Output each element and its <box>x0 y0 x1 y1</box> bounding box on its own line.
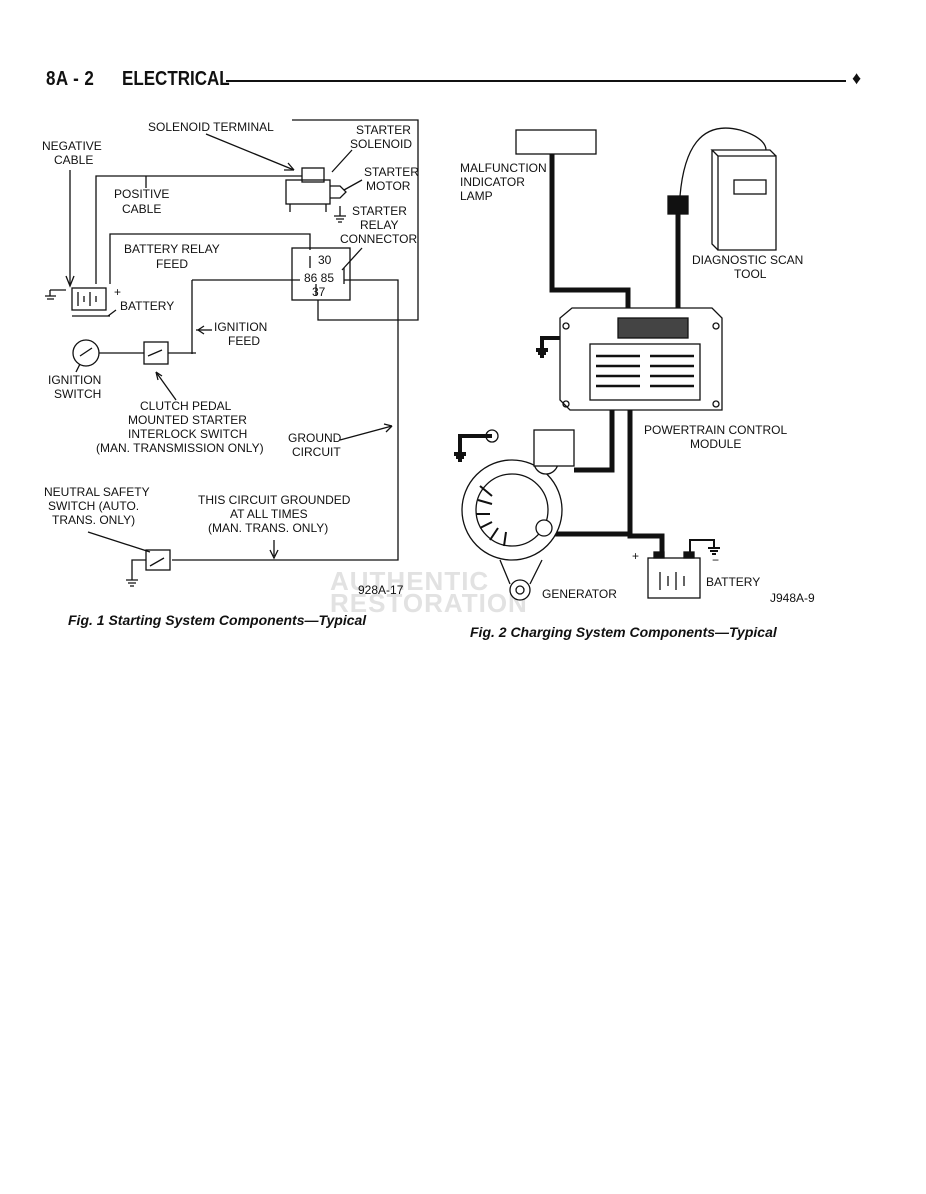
label-battery-plus: + <box>114 285 121 299</box>
ignition-switch-icon <box>72 339 100 367</box>
header-rule <box>226 80 846 82</box>
label-starter-relay-3: CONNECTOR <box>340 232 417 246</box>
battery-icon <box>71 287 110 317</box>
label-ignition-switch-1: IGNITION <box>48 373 101 387</box>
generator-icon <box>461 429 575 601</box>
mil-wire <box>549 154 631 310</box>
label-grounded-2: AT ALL TIMES <box>230 507 308 521</box>
label-relay-37: 37 <box>312 285 326 299</box>
label-ground-circuit-2: CIRCUIT <box>292 445 341 459</box>
label-grounded-1: THIS CIRCUIT GROUNDED <box>198 493 351 507</box>
label-mil-1: MALFUNCTION <box>460 161 547 175</box>
label-charging-battery: BATTERY <box>706 575 760 589</box>
label-generator: GENERATOR <box>542 587 617 601</box>
label-neutral-3: TRANS. ONLY) <box>52 513 135 527</box>
label-grounded-3: (MAN. TRANS. ONLY) <box>208 521 328 535</box>
pcm-icon <box>559 307 723 411</box>
label-starter-solenoid-2: SOLENOID <box>350 137 412 151</box>
label-negative-cable-1: NEGATIVE <box>42 139 102 153</box>
neutral-ground-icon <box>126 559 146 587</box>
page-number: 8A - 2 <box>46 68 95 90</box>
label-mil-3: LAMP <box>460 189 493 203</box>
label-battery-plus: + <box>632 549 639 563</box>
label-starter-motor-2: MOTOR <box>366 179 411 193</box>
fig2-charging-diagram <box>454 127 777 601</box>
fig1-caption: Fig. 1 Starting System Components—Typica… <box>68 612 367 628</box>
label-positive-cable-2: CABLE <box>122 202 161 216</box>
section-title: ELECTRICAL <box>122 68 230 90</box>
starter-ground-icon <box>334 206 346 223</box>
label-clutch-4: (MAN. TRANSMISSION ONLY) <box>96 441 264 455</box>
label-battery-relay-feed-2: FEED <box>156 257 188 271</box>
fig2-code: J948A-9 <box>770 591 815 605</box>
ground-circuit-wire <box>172 320 399 561</box>
label-scan-1: DIAGNOSTIC SCAN <box>692 253 803 267</box>
label-neutral-1: NEUTRAL SAFETY <box>44 485 150 499</box>
starter-relay-icon <box>291 247 351 301</box>
positive-cable-wire <box>95 175 302 284</box>
fig1-labels: SOLENOID TERMINAL NEGATIVE CABLE STARTER… <box>42 120 419 597</box>
battery-ground-icon-2 <box>689 539 720 555</box>
label-battery-minus: − <box>712 553 719 567</box>
label-clutch-3: INTERLOCK SWITCH <box>128 427 247 441</box>
label-battery: BATTERY <box>120 299 174 313</box>
fig1-starting-diagram <box>45 119 419 587</box>
label-starter-motor-1: STARTER <box>364 165 419 179</box>
mil-lamp-icon <box>515 129 597 155</box>
fig1-frame-wire <box>292 119 419 321</box>
label-solenoid-terminal: SOLENOID TERMINAL <box>148 120 274 134</box>
label-starter-relay-1: STARTER <box>352 204 407 218</box>
page-header: 8A - 2 ELECTRICAL ♦ <box>46 64 861 96</box>
pcm-generator-wire <box>574 410 615 473</box>
label-ignition-switch-2: SWITCH <box>54 387 101 401</box>
generator-ground-icon <box>454 434 492 462</box>
label-negative-cable-2: CABLE <box>54 153 93 167</box>
fig1-code: 928A-17 <box>358 583 404 597</box>
neutral-switch-icon <box>145 549 171 571</box>
label-positive-cable-1: POSITIVE <box>114 187 169 201</box>
fig2-caption: Fig. 2 Charging System Components—Typica… <box>470 624 777 640</box>
label-neutral-2: SWITCH (AUTO. <box>48 499 139 513</box>
fig2-labels: MALFUNCTION INDICATOR LAMP DIAGNOSTIC SC… <box>460 161 815 605</box>
label-relay-8685: 86 85 <box>304 271 334 285</box>
pcm-ground-icon <box>536 336 560 358</box>
battery-ground-icon <box>45 289 66 300</box>
label-ignition-feed-2: FEED <box>228 334 260 348</box>
label-pcm-1: POWERTRAIN CONTROL <box>644 423 787 437</box>
label-pcm-2: MODULE <box>690 437 741 451</box>
label-starter-relay-2: RELAY <box>360 218 398 232</box>
ignition-relay-wire <box>191 279 300 354</box>
scan-tool-icon <box>710 149 777 251</box>
label-clutch-1: CLUTCH PEDAL <box>140 399 232 413</box>
pcm-battery-wire <box>627 410 665 556</box>
label-ground-circuit-1: GROUND <box>288 431 342 445</box>
solenoid-terminal-leader <box>205 133 295 171</box>
label-clutch-2: MOUNTED STARTER <box>128 413 247 427</box>
charging-battery-icon <box>647 551 701 599</box>
scan-connector-icon <box>667 195 689 215</box>
battery-relay-feed-wire <box>109 233 311 284</box>
label-ignition-feed-1: IGNITION <box>214 320 267 334</box>
diamond-icon: ♦ <box>852 68 862 88</box>
label-relay-30: 30 <box>318 253 332 267</box>
label-scan-2: TOOL <box>734 267 767 281</box>
label-battery-relay-feed-1: BATTERY RELAY <box>124 242 220 256</box>
starter-solenoid-icon <box>285 167 347 212</box>
label-starter-solenoid-1: STARTER <box>356 123 411 137</box>
label-mil-2: INDICATOR <box>460 175 525 189</box>
scan-cable <box>679 127 767 197</box>
